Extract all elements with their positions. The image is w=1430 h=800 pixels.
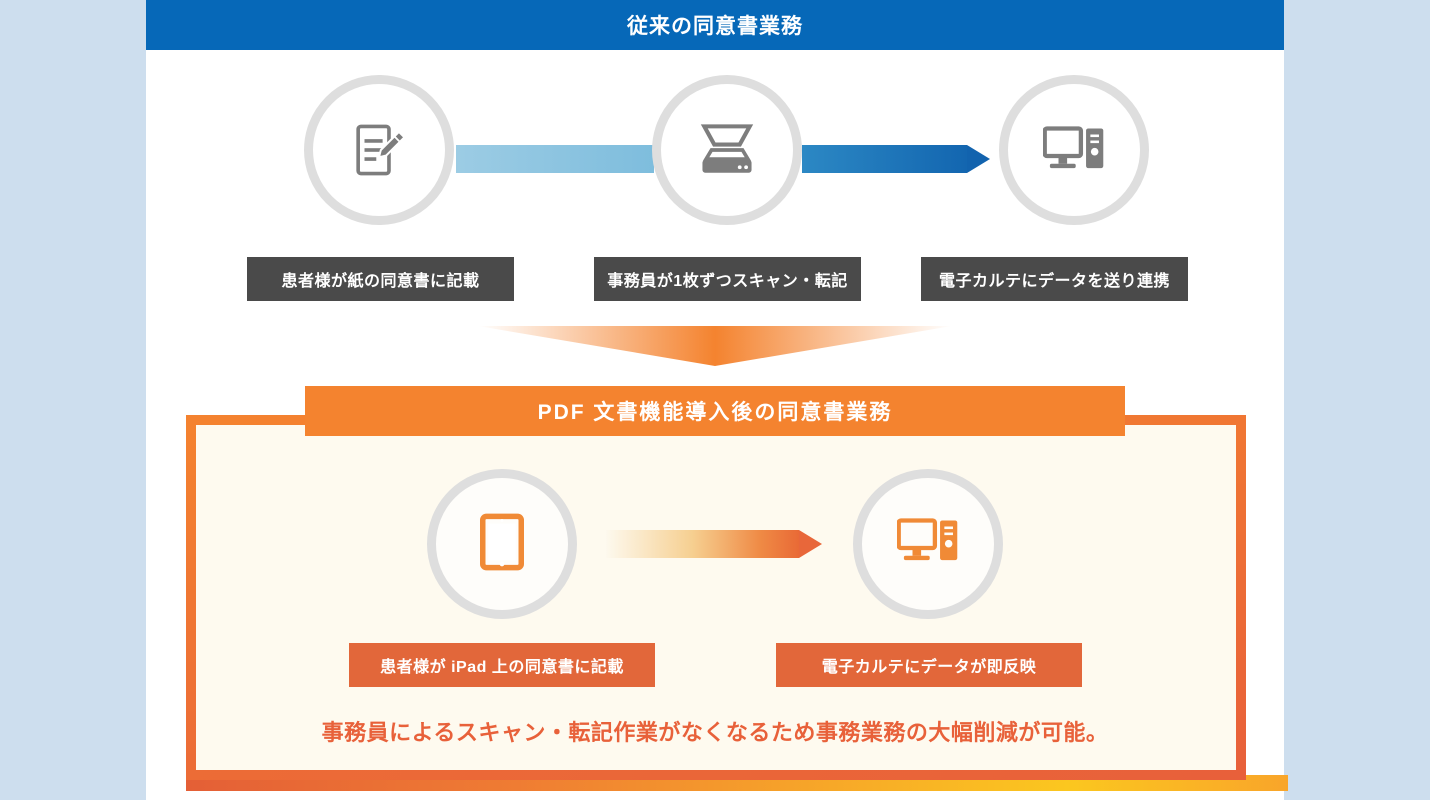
after-section-banner: PDF 文書機能導入後の同意書業務 [305, 386, 1125, 436]
blue-bar-connector [456, 145, 654, 173]
label-text: 電子カルテにデータが即反映 [821, 659, 1037, 676]
before-step-3-label: 電子カルテにデータを送り連携 [921, 257, 1188, 301]
tablet-ipad-icon [480, 513, 524, 576]
orange-arrow-connector [606, 530, 822, 558]
desktop-computer-icon [1043, 125, 1105, 175]
document-pencil-icon [350, 121, 408, 179]
arrow-head [967, 145, 990, 173]
chevron-left-half [478, 326, 715, 366]
after-step-1-label: 患者様が iPad 上の同意書に記載 [349, 643, 655, 687]
after-step-2-label: 電子カルテにデータが即反映 [776, 643, 1082, 687]
before-step-2-circle [652, 75, 802, 225]
chevron-right-half [715, 326, 952, 366]
desktop-computer-icon [896, 517, 959, 572]
label-text: 患者様が紙の同意書に記載 [281, 273, 480, 290]
after-summary-text: 事務員によるスキャン・転記作業がなくなるため事務業務の大幅削減が可能。 [205, 711, 1225, 751]
content-column: 従来の同意書業務 [146, 0, 1288, 800]
scanner-icon [697, 122, 757, 178]
label-text: 電子カルテにデータを送り連携 [938, 273, 1170, 290]
before-flow-diagram: 患者様が紙の同意書に記載 事務員が1枚ずつスキャン・転記 電子カルテにデータを送… [146, 50, 1284, 320]
arrow-shaft [802, 145, 967, 173]
before-step-3-circle [999, 75, 1149, 225]
before-step-2-label: 事務員が1枚ずつスキャン・転記 [594, 257, 861, 301]
label-text: 患者様が iPad 上の同意書に記載 [380, 659, 624, 676]
before-step-1-label: 患者様が紙の同意書に記載 [247, 257, 514, 301]
blue-arrow-connector [802, 145, 990, 173]
after-section-title: PDF 文書機能導入後の同意書業務 [537, 401, 893, 424]
after-step-2-circle [853, 469, 1003, 619]
before-step-1-circle [304, 75, 454, 225]
before-section-title: 従来の同意書業務 [627, 15, 803, 38]
down-chevron-icon [478, 326, 952, 366]
arrow-head [799, 530, 822, 558]
after-flow-diagram: 患者様が iPad 上の同意書に記載 電子カルテにデータが即反映 事務員によるス… [146, 0, 1284, 800]
summary-text: 事務員によるスキャン・転記作業がなくなるため事務業務の大幅削減が可能。 [321, 720, 1109, 745]
label-text: 事務員が1枚ずつスキャン・転記 [607, 273, 848, 290]
arrow-shaft [606, 530, 799, 558]
before-section-banner: 従来の同意書業務 [146, 0, 1284, 50]
after-step-1-circle [427, 469, 577, 619]
after-section-panel [186, 415, 1246, 780]
